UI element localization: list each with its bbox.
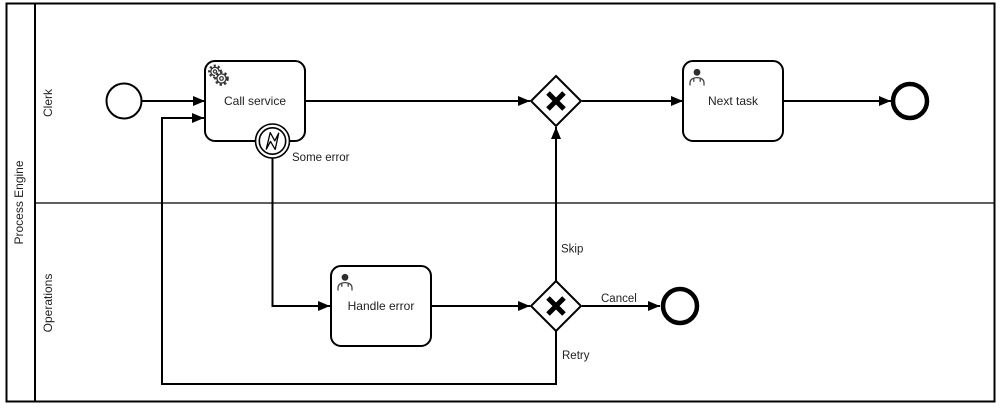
task-call-service-label: Call service [224, 94, 286, 108]
boundary-event-label: Some error [292, 152, 350, 164]
exclusive-gateway-clerk[interactable] [529, 74, 583, 128]
flow-retry[interactable] [161, 113, 557, 385]
exclusive-gateway-operations[interactable] [529, 279, 583, 333]
task-handle-error[interactable]: Handle error [330, 265, 432, 347]
flow-label-retry: Retry [562, 350, 590, 362]
gear-icon [208, 64, 229, 86]
end-event-operations[interactable] [660, 286, 700, 326]
task-next-task-label: Next task [708, 94, 759, 108]
start-event[interactable] [105, 82, 143, 120]
user-icon [689, 68, 705, 86]
end-event-clerk[interactable] [890, 81, 930, 121]
task-call-service[interactable]: Call service [204, 60, 306, 142]
boundary-error-event[interactable] [254, 123, 291, 159]
task-handle-error-label: Handle error [348, 299, 415, 313]
flow-label-skip: Skip [561, 244, 583, 256]
task-next-task-box[interactable] [682, 60, 784, 142]
pool-label: Process Engine [12, 160, 26, 244]
user-icon [337, 273, 353, 291]
task-handle-error-box[interactable] [330, 265, 432, 347]
error-lightning-icon [265, 131, 280, 151]
flow-label-cancel: Cancel [601, 293, 637, 305]
flow-error-to-handle-error[interactable] [271, 158, 331, 311]
task-next-task[interactable]: Next task [682, 60, 784, 142]
x-marker-icon [546, 91, 566, 111]
lane-label-clerk: Clerk [41, 88, 55, 117]
x-marker-icon [546, 296, 566, 316]
lane-label-operations: Operations [41, 274, 55, 333]
